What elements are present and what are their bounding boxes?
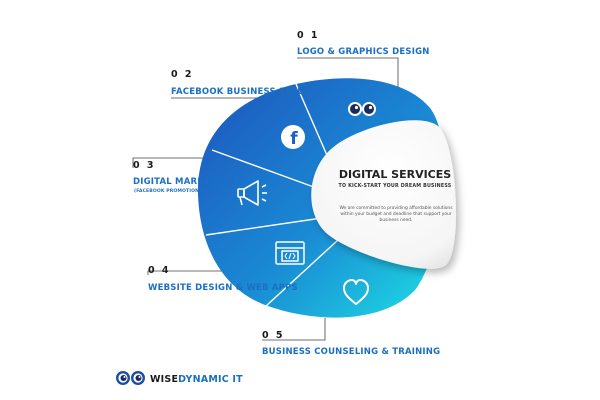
service-01-title: LOGO & GRAPHICS DESIGN xyxy=(297,47,430,57)
heart-icon xyxy=(343,279,369,305)
service-02-title: FACEBOOK BUSINESS SETUP xyxy=(171,87,311,97)
eyes-icon xyxy=(348,102,376,116)
service-03-subtitle: (FACEBOOK PROMOTION/ BOOST) xyxy=(134,189,223,194)
service-05-title: BUSINESS COUNSELING & TRAINING xyxy=(262,347,441,357)
eyes-logo-icon xyxy=(116,371,145,385)
center-subtitle: TO KICK-START YOUR DREAM BUSINESS xyxy=(338,184,452,189)
service-03-number: 0 3 xyxy=(133,160,156,171)
brand-name-part2: DYNAMIC IT xyxy=(178,374,243,385)
browser-code-icon xyxy=(275,241,305,265)
brand-name: WISEDYNAMIC IT xyxy=(150,374,243,385)
service-04-title: WEBSITE DESIGN & WEB APPS xyxy=(148,283,298,293)
service-03-title: DIGITAL MARKETING xyxy=(133,177,234,187)
center-panel xyxy=(311,120,457,269)
center-description: We are committed to providing affordable… xyxy=(339,206,453,223)
megaphone-icon xyxy=(237,180,267,206)
facebook-icon: f xyxy=(281,125,305,149)
connector-03 xyxy=(132,157,208,168)
connector-04 xyxy=(147,270,255,275)
service-05-number: 0 5 xyxy=(262,330,285,341)
center-title: DIGITAL SERVICES xyxy=(338,168,452,181)
connector-05 xyxy=(262,318,326,341)
service-04-number: 0 4 xyxy=(148,265,171,276)
service-02-number: 0 2 xyxy=(171,69,194,80)
brand-name-part1: WISE xyxy=(150,374,179,385)
connector-lines xyxy=(132,57,399,341)
service-01-number: 0 1 xyxy=(297,30,320,41)
segment-dividers xyxy=(205,83,339,307)
connector-01 xyxy=(297,57,399,92)
svg-text:f: f xyxy=(290,129,298,149)
